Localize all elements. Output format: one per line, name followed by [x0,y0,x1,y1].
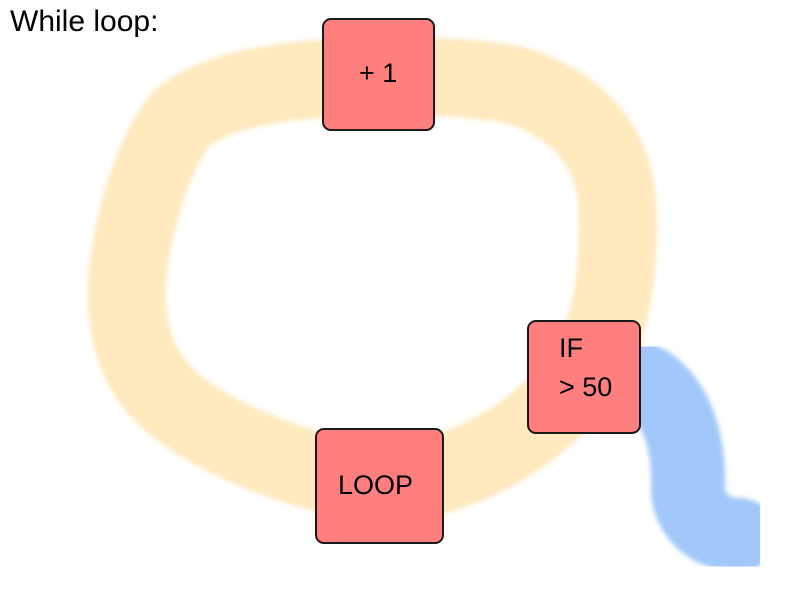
condition-label-if: IF [559,333,583,363]
diagram-title: While loop: [10,5,159,38]
exit-path [603,341,777,572]
loop-label: LOOP [338,470,414,500]
increment-label: + 1 [359,58,398,88]
increment-box: + 1 [322,18,435,131]
loop-box: LOOP [315,428,444,544]
condition-box: IF > 50 [527,320,641,434]
condition-label-threshold: > 50 [559,372,613,402]
